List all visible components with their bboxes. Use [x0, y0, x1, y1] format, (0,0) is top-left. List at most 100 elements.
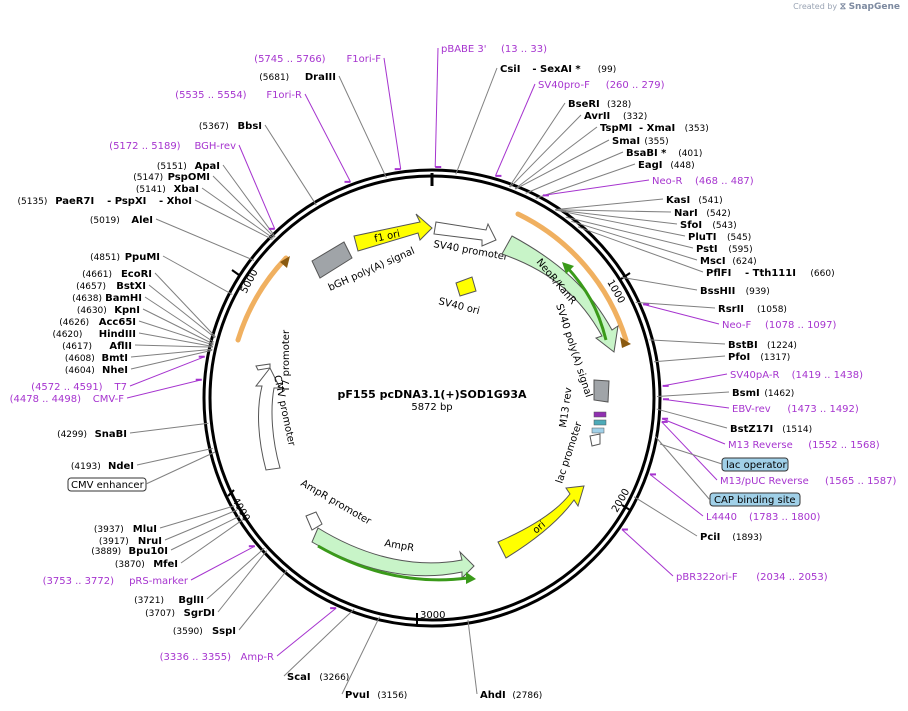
bgh-polya-feature[interactable] — [311, 241, 353, 279]
primer-connector — [542, 179, 650, 196]
enzyme-acc65i[interactable]: Acc65I(4626) — [59, 317, 136, 328]
primer-amp-r[interactable]: Amp-R(3336 .. 3355) — [160, 652, 274, 663]
enzyme-pfoi[interactable]: PfoI(1317) — [728, 352, 790, 363]
cap-site-marker[interactable] — [591, 427, 605, 434]
enzyme-eagi[interactable]: EagI(448) — [638, 160, 695, 171]
enzyme-ppumi[interactable]: PpuMI(4851) — [90, 252, 160, 263]
ori-feature[interactable] — [497, 485, 585, 559]
enzyme-tspmi[interactable]: TspMI- XmaI(353) — [600, 123, 709, 134]
plasmid-name: pF155 pcDNA3.1(+)SOD1G93A — [337, 388, 527, 401]
enzyme-connector — [144, 296, 215, 343]
primer-range: (260 .. 279) — [606, 80, 665, 91]
primer-m13-reverse[interactable]: M13 Reverse(1552 .. 1568) — [728, 440, 880, 451]
t7-promoter-feature[interactable] — [255, 363, 271, 371]
cap-binding-site-box-label: CAP binding site — [714, 495, 796, 506]
primer-t7[interactable]: T7(4572 .. 4591) — [31, 382, 127, 393]
primer-prs-marker[interactable]: pRS-marker(3753 .. 3772) — [43, 576, 189, 587]
enzyme-pluti[interactable]: PluTI(545) — [688, 232, 751, 243]
enzyme-pvui[interactable]: PvuI(3156) — [345, 690, 407, 701]
enzyme-apai[interactable]: ApaI(5151) — [157, 161, 220, 172]
cmv-enhancer-box[interactable]: CMV enhancer — [67, 477, 147, 492]
enzyme-position: (5141) — [136, 185, 166, 195]
enzyme-bsshii[interactable]: BssHII(939) — [700, 286, 770, 297]
enzyme-sspi[interactable]: SspI(3590) — [173, 626, 236, 637]
f1-ori-feature[interactable] — [353, 213, 433, 252]
enzyme-position: (4638) — [72, 294, 102, 304]
enzyme-mfei[interactable]: MfeI(3870) — [115, 559, 178, 570]
enzyme-nhei[interactable]: NheI(4604) — [65, 365, 128, 376]
primer-cmv-f[interactable]: CMV-F(4478 .. 4498) — [10, 394, 125, 405]
enzyme-bamhi[interactable]: BamHI(4638) — [72, 293, 142, 304]
sv40-polya-feature[interactable] — [593, 379, 610, 403]
enzyme-rsrii[interactable]: RsrII(1058) — [718, 304, 787, 315]
primer-ebv-rev[interactable]: EBV-rev(1473 .. 1492) — [732, 404, 859, 415]
enzyme-sfoi[interactable]: SfoI(543) — [680, 220, 737, 231]
enzyme-aflii[interactable]: AflII(4617) — [62, 341, 132, 352]
enzyme-kpni[interactable]: KpnI(4630) — [77, 305, 140, 316]
enzyme-name: AhdI — [480, 690, 506, 701]
enzyme-bstz17i[interactable]: BstZ17I(1514) — [730, 424, 812, 435]
enzyme-ahdi[interactable]: AhdI(2786) — [480, 690, 542, 701]
enzyme-xbai[interactable]: XbaI(5141) — [136, 184, 199, 195]
primer-pbr322ori-f[interactable]: pBR322ori-F(2034 .. 2053) — [676, 572, 828, 583]
enzyme-pflfi[interactable]: PflFI- Tth111I(660) — [706, 268, 835, 279]
enzyme-smai[interactable]: SmaI(355) — [612, 136, 669, 147]
enzyme-ndei[interactable]: NdeI(4193) — [71, 461, 134, 472]
enzyme-snabi[interactable]: SnaBI(4299) — [57, 429, 127, 440]
neor-kanr-feature[interactable] — [501, 235, 619, 353]
enzyme-sgrdi[interactable]: SgrDI(3707) — [145, 608, 215, 619]
primer-sv40pa-r[interactable]: SV40pA-R(1419 .. 1438) — [730, 370, 863, 381]
neor-green-arrowhead — [562, 262, 574, 274]
enzyme-draiii[interactable]: DraIII(5681) — [259, 72, 336, 83]
enzyme-bstbi[interactable]: BstBI(1224) — [728, 340, 797, 351]
lac-promoter-feature[interactable] — [589, 433, 601, 447]
enzyme-csii[interactable]: CsiI- SexAI *(99) — [500, 64, 616, 75]
primer-f1ori-r[interactable]: F1ori-R(5535 .. 5554) — [175, 90, 302, 101]
enzyme-avrii[interactable]: AvrII(332) — [584, 111, 647, 122]
cap-binding-site-box[interactable]: CAP binding site — [709, 492, 801, 507]
enzyme-bsmi[interactable]: BsmI(1462) — [732, 388, 794, 399]
enzyme-kasi[interactable]: KasI(541) — [666, 195, 723, 206]
enzyme-nari[interactable]: NarI(542) — [674, 208, 731, 219]
enzyme-bstxi[interactable]: BstXI(4657) — [76, 281, 146, 292]
orf-arc-right[interactable] — [515, 211, 629, 343]
lac-operator-box[interactable]: lac operator — [721, 457, 789, 472]
primer-bgh-rev[interactable]: BGH-rev(5172 .. 5189) — [109, 141, 236, 152]
enzyme-hindiii[interactable]: HindIII(4620) — [52, 329, 136, 340]
enzyme-psti[interactable]: PstI(595) — [696, 244, 753, 255]
enzyme-alei[interactable]: AleI(5019) — [90, 215, 153, 226]
lac-operator-marker[interactable] — [593, 419, 607, 426]
cmv-promoter-feature[interactable] — [254, 367, 281, 471]
enzyme-pspomi[interactable]: PspOMI(5147) — [133, 172, 210, 183]
primer-sv40pro-f[interactable]: SV40pro-F(260 .. 279) — [538, 80, 665, 91]
enzyme-mlui[interactable]: MluI(3937) — [94, 524, 157, 535]
sv40-promoter-feature[interactable] — [433, 221, 497, 247]
primer-l4440[interactable]: L4440(1783 .. 1800) — [706, 512, 821, 523]
enzyme-bsabi[interactable]: BsaBI *(401) — [626, 148, 702, 159]
primer-pbabe-3[interactable]: pBABE 3'(13 .. 33) — [441, 44, 547, 55]
enzyme-bglii[interactable]: BglII(3721) — [134, 595, 204, 606]
orf-arc-left[interactable] — [235, 255, 289, 343]
m13-rev-marker[interactable] — [593, 411, 607, 418]
ampr-feature[interactable] — [311, 527, 475, 580]
enzyme-position: (939) — [746, 287, 770, 297]
enzyme-connector — [201, 187, 274, 239]
enzyme-ecori[interactable]: EcoRI(4661) — [82, 269, 152, 280]
enzyme-bbsi[interactable]: BbsI(5367) — [199, 121, 262, 132]
enzyme-bpu10i[interactable]: Bpu10I(3889) — [91, 546, 168, 557]
enzyme-bseri[interactable]: BseRI(328) — [568, 99, 631, 110]
primer-f1ori-f[interactable]: F1ori-F(5745 .. 5766) — [254, 54, 381, 65]
primer-neo-f[interactable]: Neo-F(1078 .. 1097) — [722, 320, 837, 331]
primer-m13-puc-reverse[interactable]: M13/pUC Reverse(1565 .. 1587) — [720, 476, 897, 487]
ampr-promoter-feature[interactable] — [305, 511, 323, 531]
enzyme-msci[interactable]: MscI(624) — [700, 256, 757, 267]
enzyme-position: (401) — [678, 149, 702, 159]
primer-neo-r[interactable]: Neo-R(468 .. 487) — [652, 176, 754, 187]
enzyme-bmti[interactable]: BmtI(4608) — [65, 353, 128, 364]
sv40-ori-feature[interactable] — [455, 276, 477, 297]
enzyme-nrui[interactable]: NruI(3917) — [99, 536, 162, 547]
enzyme-position: (99) — [598, 65, 616, 75]
enzyme-pcii[interactable]: PciI(1893) — [700, 532, 762, 543]
enzyme-scai[interactable]: ScaI(3266) — [287, 672, 349, 683]
